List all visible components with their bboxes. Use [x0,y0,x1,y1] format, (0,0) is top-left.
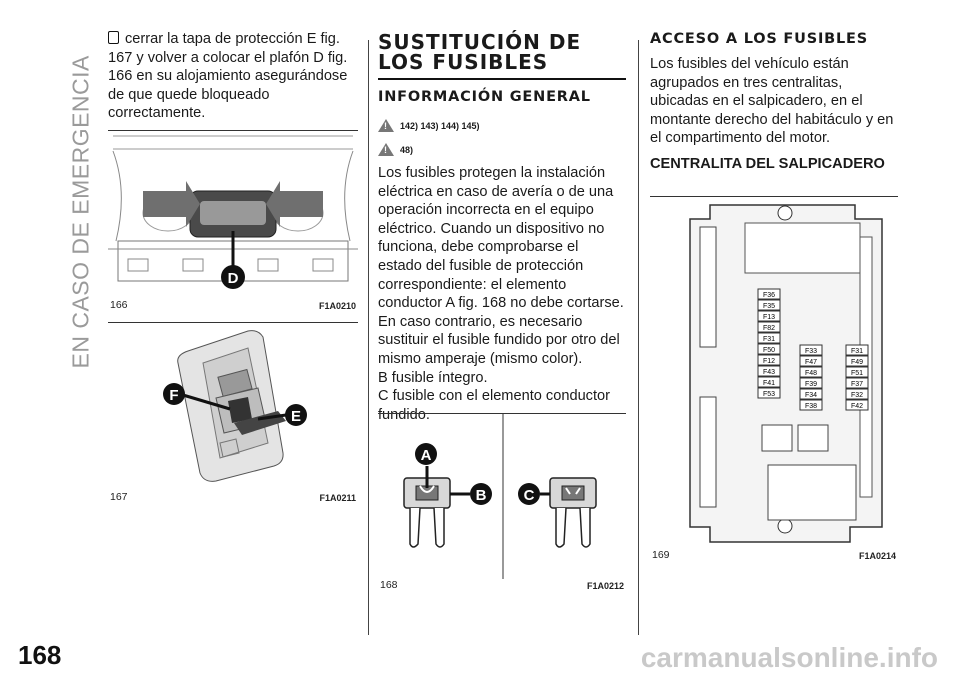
fuse-label: F36 [763,292,775,299]
fuse-label: F82 [763,325,775,332]
fuse-slot [799,355,823,367]
column-3: ACCESO A LOS FUSIBLES Los fusibles del v… [650,30,898,172]
warning-text-2: 48) [400,144,414,155]
figure-168-illustration: A B C [403,414,597,579]
figure-167: F E 167 F1A0211 [108,322,358,505]
fuse-slot [799,366,823,378]
fuse-slot [757,365,781,377]
fuse-label: F50 [763,347,775,354]
fuse-label: F53 [763,391,775,398]
figure-number: 169 [652,549,670,561]
fuse-label: F51 [851,370,863,377]
fuse-slot [757,343,781,355]
fuse-label: F39 [805,381,817,388]
fuse-label: F41 [763,380,775,387]
fuse-label: F35 [763,303,775,310]
fuse-b-line: B fusible íntegro. [378,369,488,386]
fuse-c-line: C fusible con el elemento conductor fund… [378,388,611,423]
access-heading: ACCESO A LOS FUSIBLES [650,31,868,47]
step-text-content: cerrar la tapa de protección E fig. 167 … [108,31,348,122]
figure-code: F1A0214 [858,551,896,561]
fuse-slot [757,299,781,311]
fuse-label: F48 [805,370,817,377]
fuse-slot [845,388,869,400]
column-1: cerrar la tapa de protección E fig. 167 … [108,30,358,123]
fuse-label: F49 [851,359,863,366]
fuse-slot [757,376,781,388]
figure-code: F1A0211 [319,493,356,503]
warning-refs-2: 48) [378,143,626,156]
dashboard-fuse-box-heading: CENTRALITA DEL SALPICADERO [650,155,885,172]
figure-number: 167 [110,491,128,503]
fuse-label: F12 [763,358,775,365]
fuse-label: F38 [805,403,817,410]
figure-code: F1A0212 [586,581,624,591]
fuse-box-diagram: F36F35F13F82F31F50F12F43F41F53F33F47F48F… [689,204,883,543]
fuse-slot [799,377,823,389]
page-number: 168 [18,640,62,670]
warning-refs-1: 142) 143) 144) 145) [378,119,626,132]
callout-c: C [524,487,535,504]
column-2: SUSTITUCIÓN DE LOS FUSIBLES INFORMACIÓN … [378,30,626,424]
fuse-slot [757,288,781,300]
fuse-slot [757,354,781,366]
callout-b: B [476,487,487,504]
subsection-heading: INFORMACIÓN GENERAL [378,89,591,105]
fuse-slot [845,366,869,378]
callout-e: E [291,408,301,425]
fuse-info-paragraph: Los fusibles protegen la instalación elé… [378,165,624,367]
warning-icon [378,143,394,156]
fuse-slot [799,388,823,400]
column-divider [368,40,369,635]
fuse-label: F42 [851,403,863,410]
fuse-slot [757,332,781,344]
checkbox-icon [108,31,119,44]
section-title: EN CASO DE EMERGENCIA [67,55,94,369]
fuse-slot [799,399,823,411]
fuse-label: F31 [763,336,775,343]
column-divider [638,40,639,635]
figure-code: F1A0210 [318,301,356,311]
fuse-slot [845,399,869,411]
access-paragraph: Los fusibles del vehículo están agrupado… [650,56,894,147]
fuse-label: F33 [805,348,817,355]
figure-168: A B C 168 F1A0212 [378,413,626,599]
fuse-label: F31 [851,348,863,355]
figure-166: D 166 F1A0210 [108,130,358,313]
figure-number: 166 [110,299,128,311]
section-sidebar: EN CASO DE EMERGENCIA [52,40,94,370]
callout-a: A [421,447,432,464]
fuse-label: F47 [805,359,817,366]
warning-text-1: 142) 143) 144) 145) [400,120,480,131]
fuse-label: F13 [763,314,775,321]
callout-d: D [228,270,239,287]
fuse-slot [845,344,869,356]
watermark: carmanualsonline.info [640,642,938,673]
section-heading: SUSTITUCIÓN DE LOS FUSIBLES [378,32,626,80]
figure-167-illustration: F E [163,330,307,482]
fuse-slot [845,377,869,389]
warning-icon [378,119,394,132]
fuse-label: F34 [805,392,817,399]
figure-166-illustration: D [108,131,358,313]
fuse-slot [799,344,823,356]
fuse-slot [757,387,781,399]
callout-f: F [169,387,178,404]
fuse-slot [757,321,781,333]
fuse-slot [757,310,781,322]
figure-number: 168 [380,579,398,591]
fuse-label: F32 [851,392,863,399]
fuse-slot [845,355,869,367]
fuse-label: F43 [763,369,775,376]
step-text: cerrar la tapa de protección E fig. 167 … [108,30,358,123]
fuse-label: F37 [851,381,863,388]
